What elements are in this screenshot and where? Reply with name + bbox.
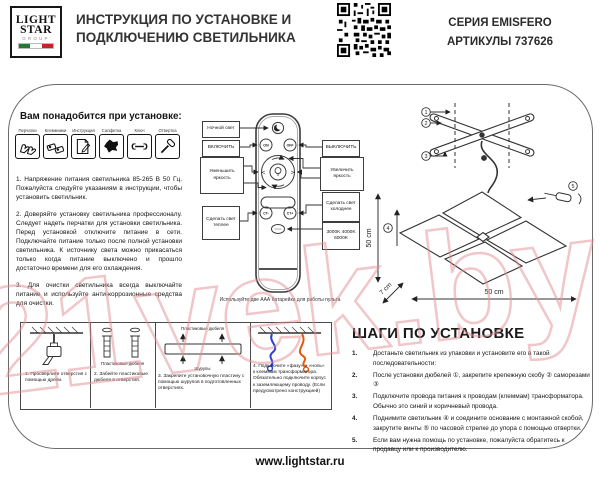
tool-label: Клеммники [44, 128, 67, 133]
mounting-panels-box [20, 322, 332, 410]
label-increase-brightness: Увеличить яркость [320, 157, 364, 191]
tool-terminals: Клеммники [43, 128, 68, 159]
content-frame [8, 84, 593, 449]
panel-caption-1: 1. Просверлите отверстия с помощью дрели… [25, 372, 87, 384]
dowels-label-top: Пластиковые дюбеля [181, 326, 224, 331]
panel-caption-3: 3. Закрепите установочную пластину с пом… [158, 374, 245, 392]
panel-divider [250, 322, 251, 408]
tool-label: Инструкция [72, 128, 95, 133]
dowels-label: Пластиковые дюбеля [101, 361, 144, 366]
tool-napkin: Салфетка [99, 128, 124, 159]
tools-heading: Вам понадобится при установке: [20, 111, 182, 122]
logo-text-light: LIGHT [15, 13, 57, 26]
terminal-blocks-icon [46, 143, 65, 154]
gloves-icon [19, 144, 37, 156]
warning-1: 1. Напряжение питания светильника 85-265… [16, 176, 182, 201]
label-color-temperatures: 3000K 4000K 6000K [322, 222, 360, 250]
tool-label: Перчатки [18, 128, 37, 133]
install-step: 4.Поднимите светильник ④ и соедините осн… [352, 415, 584, 432]
page-title: ИНСТРУКЦИЯ ПО УСТАНОВКЕ И ПОДКЛЮЧЕНИЮ СВ… [76, 11, 336, 46]
install-steps-list: 1.Достаньте светильник из упаковки и уст… [352, 349, 590, 458]
install-step: 1.Достаньте светильник из упаковки и уст… [352, 350, 550, 367]
remote-batteries-caption: Используйте две ААА батарейки для работы… [219, 297, 341, 303]
series-label: СЕРИЯ EMISFERO [448, 17, 552, 29]
tool-label: Отвертка [158, 128, 177, 133]
series-article-block: СЕРИЯ EMISFERO АРТИКУЛЫ 737626 [408, 14, 592, 52]
instruction-sheet-icon [76, 138, 91, 155]
website-url: www.lightstar.ru [255, 456, 345, 468]
qr-code-icon [337, 3, 391, 57]
wrench-icon [131, 143, 148, 150]
screws-label: Шурупы [194, 366, 211, 371]
label-colder-light: Сделать свет холоднее [322, 192, 360, 222]
panel-caption-4: 4. Подключите «фазу» и «ноль» к клеммам … [253, 364, 326, 394]
label-decrease-brightness: Уменьшить яркость [200, 157, 244, 194]
screwdriver-icon [160, 138, 176, 154]
logo-text-star: STAR [20, 24, 52, 36]
label-warmer-light: Сделать свет теплее [202, 206, 240, 240]
warning-3: 3. Для очистки светильника всегда выключ… [16, 281, 182, 307]
tool-instruction: Инструкция [71, 128, 96, 159]
napkin-icon [104, 139, 119, 153]
install-steps-heading: ШАГИ ПО УСТАНОВКЕ [352, 325, 525, 342]
safety-warnings: 1. Напряжение питания светильника 85-265… [16, 176, 182, 317]
label-turn-off: ВЫКЛЮЧИТЬ [322, 140, 360, 157]
panel-divider [90, 322, 91, 408]
tool-label: Салфетка [101, 128, 122, 133]
tool-wrench: Ключ [127, 128, 152, 159]
tool-gloves: Перчатки [15, 128, 40, 159]
page-title-line2: ПОДКЛЮЧЕНИЮ СВЕТИЛЬНИКА [76, 29, 296, 45]
tools-row: Перчатки Клеммники Инструкция [15, 128, 185, 159]
install-step: 3.Подключите провода питания к проводам … [352, 393, 584, 411]
panel-divider [155, 322, 156, 408]
panel-caption-2: 2. Забейте пластиковые дюбеля в отверсти… [94, 372, 148, 384]
tool-label: Ключ [134, 128, 145, 133]
install-step: 5.Если вам нужна помощь по установке, по… [352, 436, 565, 454]
lightstar-logo: LIGHT STAR GROUP [10, 6, 62, 58]
article-label: АРТИКУЛЫ 737626 [446, 35, 554, 48]
label-turn-on: ВКЛЮЧИТЬ [202, 140, 240, 157]
italian-flag-stripe [18, 43, 54, 50]
warning-2: 2. Доверяйте установку светильника профе… [16, 210, 182, 272]
label-night-light: Ночной свет [202, 121, 240, 138]
install-step: 2.После установки дюбелей ①, закрепите к… [352, 371, 590, 389]
tool-screwdriver: Отвертка [155, 128, 180, 159]
page-title-line1: ИНСТРУКЦИЯ ПО УСТАНОВКЕ И [76, 12, 292, 27]
logo-text-group: GROUP [22, 36, 50, 42]
